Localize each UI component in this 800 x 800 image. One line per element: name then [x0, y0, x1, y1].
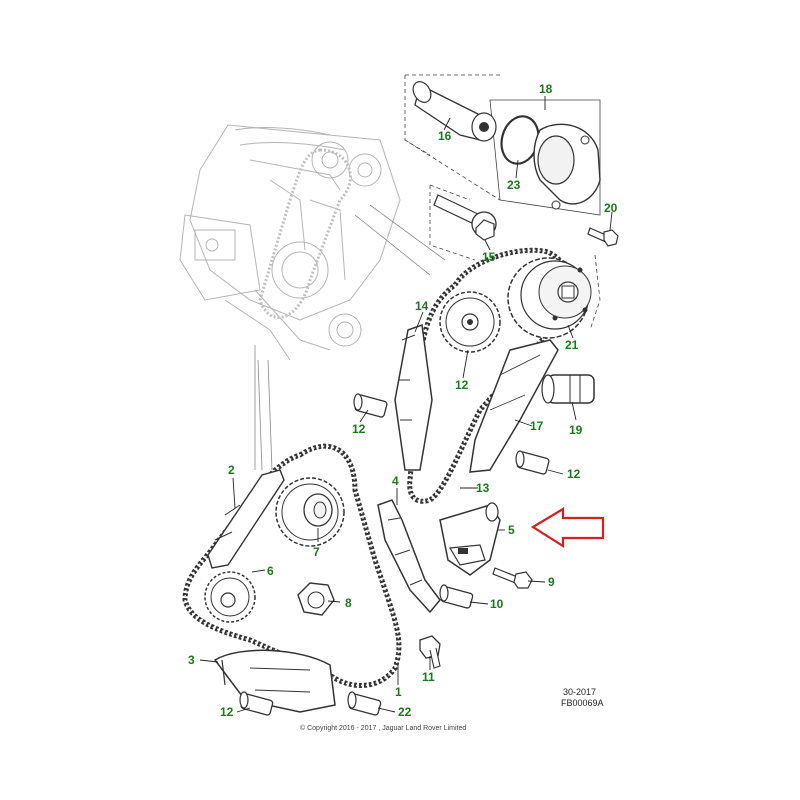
tensioner-17: [541, 374, 595, 404]
callout-3: 3: [188, 653, 195, 667]
sprocket-7: [275, 477, 345, 547]
red-outline-arrow-icon: [530, 507, 605, 548]
top-parts: [404, 74, 619, 331]
leader-lines: [199, 96, 613, 713]
callout-5: 5: [508, 523, 515, 537]
projection-lines: [254, 204, 446, 471]
callout-17: 19: [569, 423, 583, 437]
vvt-unit-22: [507, 257, 592, 339]
callout-1: 1: [395, 685, 402, 699]
callout-19: 16: [438, 129, 452, 143]
callout-9: 9: [548, 575, 555, 589]
dowel-pin-12-lower-left: [239, 691, 274, 716]
solenoid-19: [412, 81, 497, 142]
bolt-18: [433, 194, 497, 241]
callout-21: 20: [604, 201, 618, 215]
engine-chain-background: [258, 148, 352, 319]
callout-7: 7: [313, 545, 320, 559]
sprocket-6: [204, 571, 256, 623]
callout-12-upper-right: 12: [567, 467, 581, 481]
callout-20: 18: [539, 82, 553, 96]
bolt-21: [587, 227, 619, 247]
callout-22: 21: [565, 338, 579, 352]
callout-6: 6: [267, 564, 274, 578]
callout-12-upper-left: 12: [352, 422, 366, 436]
callout-12-lower-right: 22: [398, 705, 412, 719]
guide-15: [394, 323, 433, 471]
callout-14: 13: [476, 481, 490, 495]
diagram-date-code: 30-2017: [563, 687, 596, 697]
bolt-9: [492, 567, 533, 589]
dowel-pin-10: [439, 584, 474, 609]
callout-12-lower-left: 12: [220, 705, 234, 719]
callout-16: 17: [530, 419, 544, 433]
upper-chain-assembly: [353, 247, 595, 504]
diagram-figure-code: FB00069A: [561, 698, 604, 708]
callout-2: 2: [228, 463, 235, 477]
callout-15: 14: [415, 299, 429, 313]
guide-3: [213, 649, 336, 713]
engine-background: [179, 124, 401, 361]
callout-11: 11: [422, 670, 435, 684]
guide-2: [207, 469, 285, 569]
callout-10: 10: [490, 597, 504, 611]
dowel-pin-12-lower-right: [347, 691, 382, 716]
callout-18: 15: [482, 250, 496, 264]
cover-20: [533, 123, 601, 210]
sprocket-13: [439, 291, 501, 353]
tensioner-5: [439, 502, 501, 576]
lower-chain-assembly: [182, 443, 533, 716]
nut-8: [297, 582, 335, 616]
dowel-pin-12-upper-left: [353, 393, 388, 418]
callout-23: 23: [507, 178, 521, 192]
callout-4: 4: [392, 474, 399, 488]
callout-8: 8: [345, 596, 352, 610]
guide-rail-16: [469, 339, 559, 473]
dowel-pin-12-upper-right: [515, 450, 550, 475]
copyright-notice: © Copyright 2016 - 2017 , Jaguar Land Ro…: [300, 724, 466, 732]
guide-4: [377, 499, 441, 614]
callout-13: 12: [455, 378, 469, 392]
callout-labels: 18 16 23 20 15 14 21 12 12 17 19 12 13 2…: [188, 82, 618, 719]
bolt-11: [419, 635, 441, 669]
